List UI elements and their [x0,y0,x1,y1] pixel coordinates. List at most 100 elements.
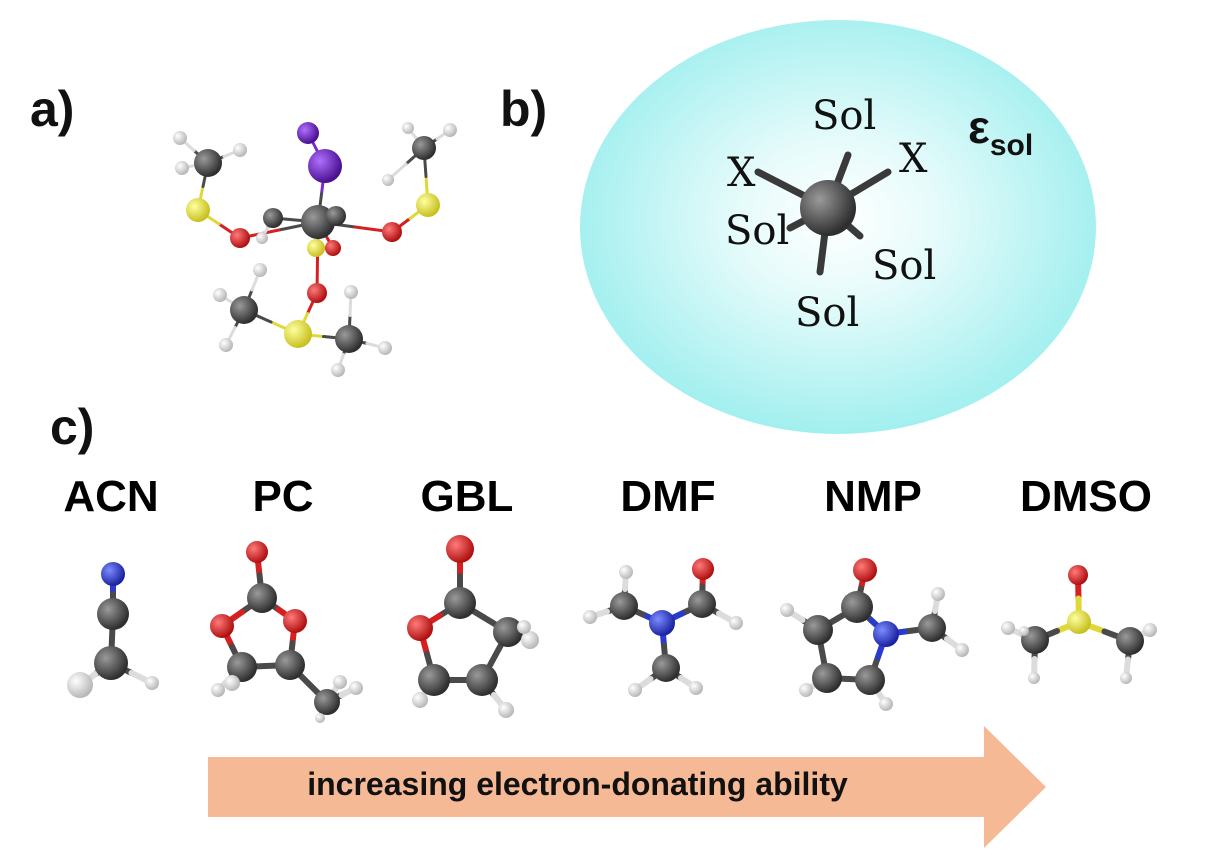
sol-label-top: Sol [812,93,877,139]
atom-h [521,631,539,649]
atom-o [307,283,327,303]
solvent-label-dmso: DMSO [1020,472,1152,521]
atom-s [1067,610,1091,634]
atom-h [219,338,233,352]
atom-n [873,621,899,647]
x-label-left: X [727,150,756,196]
atom-h [253,263,267,277]
atom-c [314,689,340,715]
atom-c [275,650,305,680]
atom-c [418,664,450,696]
atom-h [315,713,325,723]
atom-h [175,161,189,175]
atom-c [652,654,680,682]
atom-h [955,643,969,657]
atom-c [263,208,283,228]
atom-o [407,615,433,641]
atom-h [67,672,93,698]
atom-h [498,702,514,718]
atom-s [307,239,325,257]
atom-c [688,590,716,618]
atom-o [230,228,250,248]
atom-h [583,610,597,624]
atom-c [335,325,363,353]
solvent-label-pc: PC [252,472,314,521]
atom-o [210,614,234,638]
epsilon-subscript: sol [989,129,1034,162]
atom-h [173,131,187,145]
atom-h [1143,623,1157,637]
trend-arrow [208,726,1046,848]
atom-o [246,541,268,563]
atom-n [649,610,675,636]
atom-h [619,565,633,579]
atom-h [224,675,240,691]
atom-c [412,136,436,160]
panel-label-a: a) [30,81,75,137]
molecule-dmf [583,558,743,697]
atom-o [382,222,402,242]
atom-c [97,598,129,630]
atom-n [101,562,125,586]
atom-h [233,143,247,157]
molecule-pc [210,541,363,723]
molecule-nmp [780,558,969,711]
dielectric-constant-label: εsol [968,100,1033,162]
atom-c [227,652,257,682]
atom-h [211,683,225,697]
molecule-dmso [1001,565,1157,684]
atom-c [194,149,222,177]
atom-h [1120,672,1132,684]
atom-h [213,288,227,302]
atom-h [517,620,531,634]
molecule-complex [173,122,457,377]
atom-c [247,583,277,613]
sol-label-left: Sol [725,208,790,254]
atom-h [689,681,703,695]
atom-h [378,341,392,355]
atom-h [382,174,394,186]
atom-h [145,676,159,690]
atom-c [918,614,946,642]
atom-i [297,122,319,144]
atom-c [466,664,498,696]
atom-c [230,296,258,324]
atom-o [853,558,877,582]
atom-o [325,240,341,256]
atom-c [493,617,523,647]
atom-h [729,616,743,630]
x-label-right: X [899,136,928,182]
atom-h [344,285,358,299]
solvent-label-dmf: DMF [620,472,716,521]
atom-c [841,591,873,623]
trend-arrow-label: increasing electron-donating ability [307,766,848,802]
atom-h [1019,626,1029,636]
atom-h [256,232,268,244]
atom-o [446,535,474,563]
molecule-acn [67,562,159,698]
atom-c [803,615,833,645]
atom-h [931,587,945,601]
epsilon-symbol: ε [968,101,990,153]
atom-s [284,320,312,348]
atom-o [283,609,307,633]
atom-s [416,193,440,217]
panel-label-c: c) [50,399,95,455]
atom-h [443,123,457,137]
sol-label-right: Sol [872,243,937,289]
atom-o [692,558,714,580]
atom-o [1068,565,1088,585]
atom-h [879,697,893,711]
atom-c [326,206,346,226]
atom-c [1116,627,1144,655]
solvent-label-nmp: NMP [824,472,922,521]
atom-c [94,646,128,680]
atom-h [780,603,794,617]
atom-c [444,587,476,619]
atom-h [1001,621,1015,635]
molecule-gbl [407,535,539,718]
sol-label-bottom: Sol [795,290,860,336]
atom-s [186,198,210,222]
